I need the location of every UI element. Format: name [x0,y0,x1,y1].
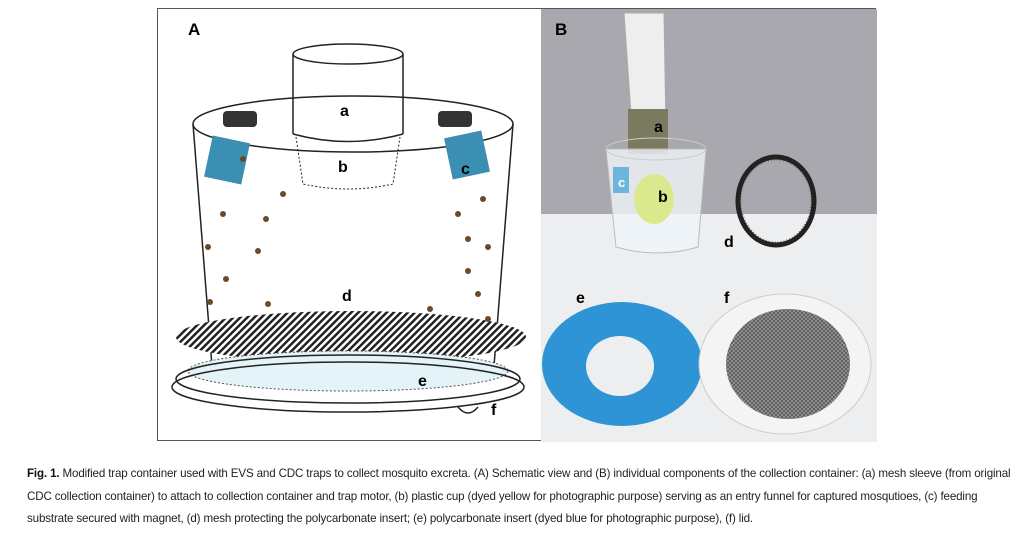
figure: A a b c d e f B a b c d e f [157,8,877,442]
panel-a-part-f: f [491,402,497,419]
panel-b-part-f: f [724,290,730,307]
panel-a-part-d: d [342,288,352,305]
figure-caption: Fig. 1. Modified trap container used wit… [27,463,1017,531]
panel-a-part-e: e [418,373,427,390]
panel-b-photo [541,9,877,442]
panel-b-part-d: d [724,234,734,251]
panel-b-part-e: e [576,290,585,307]
panel-b-label: B [555,20,568,39]
panel-b-part-c: c [618,175,626,190]
caption-label: Fig. 1. [27,467,60,480]
panel-b-part-a: a [654,119,663,136]
panel-a-part-b: b [338,159,348,176]
feeding-substrate-left [204,111,257,185]
panel-b-part-b: b [658,189,668,206]
caption-text: Modified trap container used with EVS an… [27,467,1011,525]
figure-illustration [171,9,877,442]
panel-a-part-a: a [340,103,349,120]
panel-a-schematic [171,43,526,414]
feeding-substrate-right [438,111,490,180]
mosquito-drawings [205,156,491,322]
panel-a-part-c: c [461,161,470,178]
panel-a-label: A [188,20,201,39]
